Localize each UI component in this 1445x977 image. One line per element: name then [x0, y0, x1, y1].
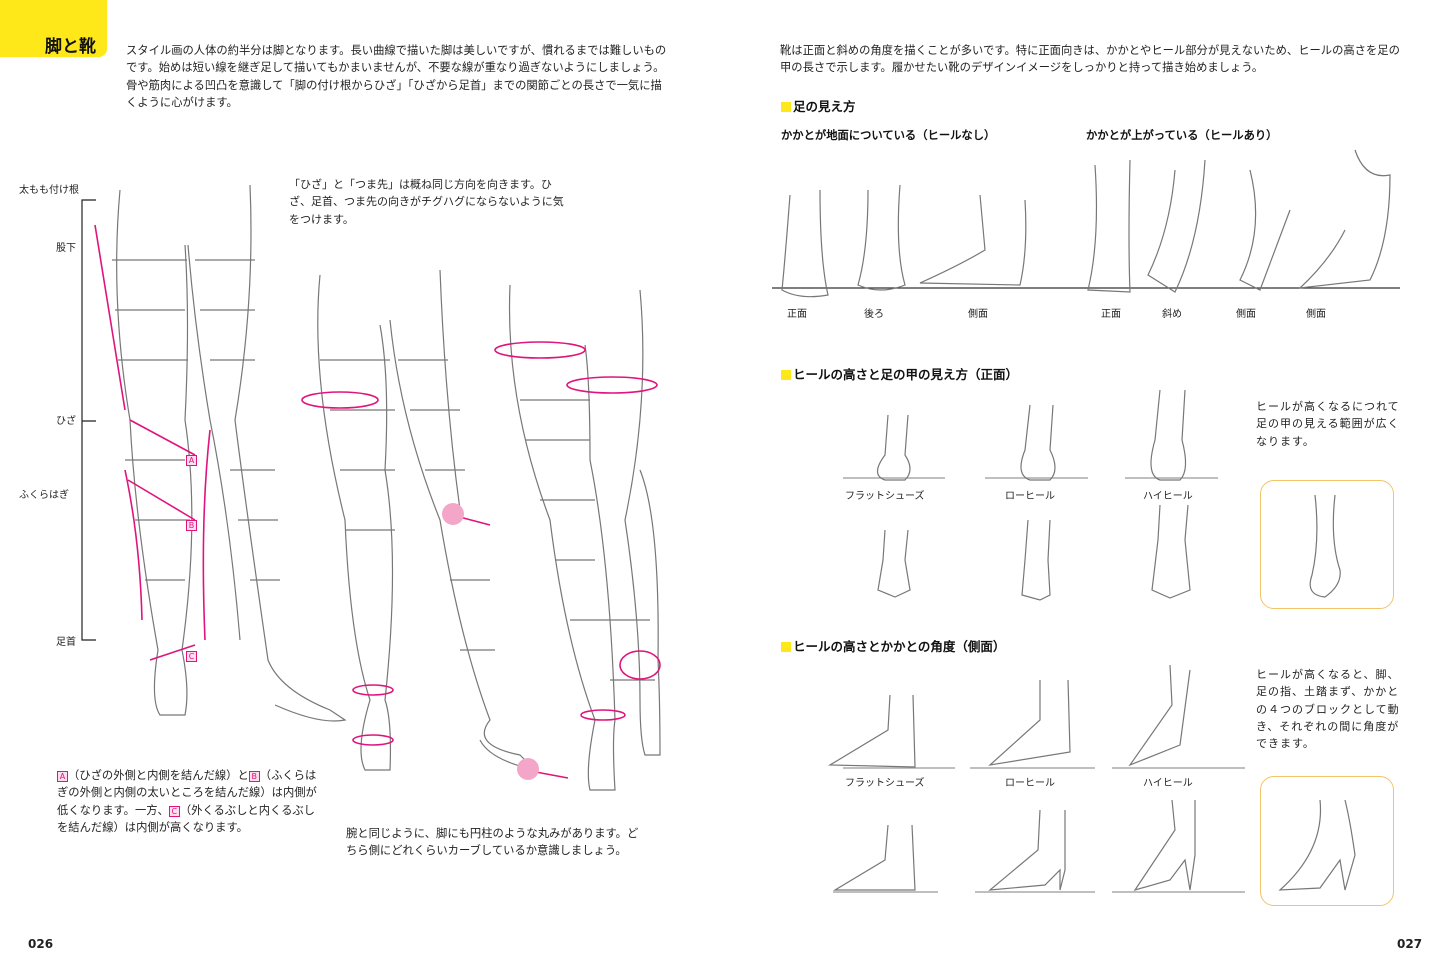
label-flat: フラットシューズ	[845, 491, 925, 502]
front-shoe-drawings	[843, 389, 1341, 601]
marker-b-fig: B	[186, 513, 197, 532]
label-knee: ひざ	[56, 416, 76, 427]
leg-three-quarter-view	[317, 269, 537, 772]
example-box-front	[1260, 480, 1394, 609]
label-front-heel: 正面	[1101, 309, 1121, 320]
label-side: 側面	[968, 309, 988, 320]
label-thigh-root: 太もも付け根	[19, 185, 79, 196]
page-number-left: 026	[28, 937, 54, 951]
label-ankle: 足首	[56, 637, 76, 648]
right-intro: 靴は正面と斜めの角度を描くことが多いです。特に正面向きは、かかとやヒール部分が見…	[780, 44, 1400, 75]
label-back: 後ろ	[864, 309, 884, 320]
sub-heel-down: かかとが地面についている（ヒールなし）	[781, 129, 996, 142]
marker-a-fig: A	[186, 448, 197, 467]
label-low-side: ローヒール	[1005, 778, 1055, 789]
section-side-heel: ヒールの高さとかかとの角度（側面）	[781, 636, 1005, 655]
note-cylinder: 腕と同じように、脚にも円柱のような丸みがあります。どちら側にどれくらいカーブして…	[346, 827, 639, 858]
label-high: ハイヒール	[1143, 491, 1193, 502]
note-front: ヒールが高くなるにつれて足の甲の見える範囲が広くなります。	[1256, 400, 1400, 448]
intro-para-2: 骨や筋肉による凹凸を意識して「脚の付け根からひざ」「ひざから足首」までの関節ごと…	[126, 78, 662, 109]
section-front-heel: ヒールの高さと足の甲の見え方（正面）	[781, 364, 1018, 383]
measure-bracket	[81, 199, 96, 641]
label-crotch: 股下	[56, 243, 76, 254]
label-side-heel-1: 側面	[1236, 309, 1256, 320]
side-shoe-drawings	[827, 664, 1356, 893]
note-text: （外くるぶしと内くるぶしを結んだ線）は内側が高くなります。	[57, 803, 315, 834]
leg-crossed-view	[508, 284, 661, 791]
sub-heel-up: かかとが上がっている（ヒールあり）	[1086, 129, 1278, 142]
example-box-side	[1260, 776, 1394, 906]
toe-highlight	[517, 758, 539, 780]
knee-highlight	[442, 503, 464, 525]
marker-a: A	[57, 771, 68, 782]
feet-drawings	[781, 149, 1391, 298]
label-calf: ふくらはぎ	[19, 490, 69, 501]
label-front: 正面	[787, 309, 807, 320]
chapter-title: 脚と靴	[45, 37, 96, 57]
note-knee-toe: 「ひざ」と「つま先」は概ね同じ方向を向きます。ひざ、足首、つま先の向きがチグハグ…	[289, 178, 564, 226]
page-number-right: 027	[1397, 937, 1423, 951]
note-text: （ふくらはぎの外側と内側の太いところを結んだ線）は内側が低くなります。一方、	[57, 769, 317, 817]
chapter-tab: 脚と靴	[0, 0, 107, 57]
intro-para-1: スタイル画の人体の約半分は脚となります。長い曲線で描いた脚は美しいですが、慣れる…	[126, 44, 667, 75]
section-foot-views: 足の見え方	[781, 96, 856, 115]
marker-c: C	[168, 805, 180, 817]
label-flat-side: フラットシューズ	[845, 778, 925, 789]
note-text: （ひざの外側と内側を結んだ線）と	[68, 769, 249, 782]
marker-c-fig: C	[186, 644, 197, 663]
note-side: ヒールが高くなると、脚、足の指、土踏まず、かかとの４つのブロックとして動き、それ…	[1256, 668, 1400, 751]
leg-illustrations	[81, 184, 661, 791]
leg-front-view	[112, 184, 347, 722]
left-intro: スタイル画の人体の約半分は脚となります。長い曲線で描いた脚は美しいですが、慣れる…	[126, 42, 671, 111]
label-high-side: ハイヒール	[1143, 778, 1193, 789]
label-low: ローヒール	[1005, 491, 1055, 502]
label-diagonal: 斜め	[1162, 309, 1182, 320]
marker-b: B	[248, 771, 260, 782]
label-side-heel-2: 側面	[1306, 309, 1326, 320]
